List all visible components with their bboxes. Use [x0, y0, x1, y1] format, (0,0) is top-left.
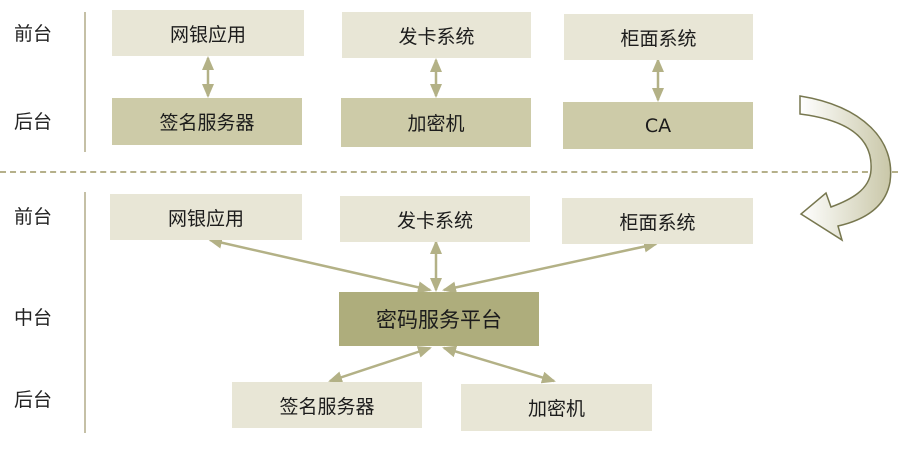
top-back-encryptor: 加密机 — [341, 98, 531, 147]
connector-platform-to-back-2 — [442, 345, 556, 384]
bottom-back-encryptor: 加密机 — [461, 384, 652, 431]
bottom-front-counter-system: 柜面系统 — [562, 198, 753, 244]
top-back-signing-server: 签名服务器 — [112, 98, 302, 145]
top-front-card-issuing-system: 发卡系统 — [342, 12, 531, 58]
curved-arrow-icon — [799, 95, 892, 242]
tier-label-bottom-back: 后台 — [13, 389, 52, 411]
top-front-counter-system: 柜面系统 — [564, 14, 753, 60]
connector-platform-to-back-1 — [328, 346, 432, 383]
bottom-back-signing-server: 签名服务器 — [232, 382, 422, 428]
top-front-netbank-app: 网银应用 — [112, 10, 304, 56]
connector-platform-to-front-3 — [442, 240, 658, 294]
tier-label-top-back: 后台 — [13, 111, 52, 133]
section-separator — [0, 171, 898, 173]
tier-label-top-front: 前台 — [13, 23, 52, 45]
bottom-front-card-issuing-system: 发卡系统 — [340, 196, 530, 242]
top-back-ca: CA — [563, 102, 753, 149]
tier-label-bottom-front: 前台 — [13, 206, 52, 228]
connector-platform-to-front-1 — [208, 236, 432, 294]
top-divider-line — [84, 12, 86, 152]
tier-label-bottom-middle: 中台 — [13, 307, 52, 329]
bottom-front-netbank-app: 网银应用 — [110, 194, 302, 240]
bottom-divider-line — [84, 192, 86, 433]
crypto-service-platform: 密码服务平台 — [339, 292, 539, 346]
